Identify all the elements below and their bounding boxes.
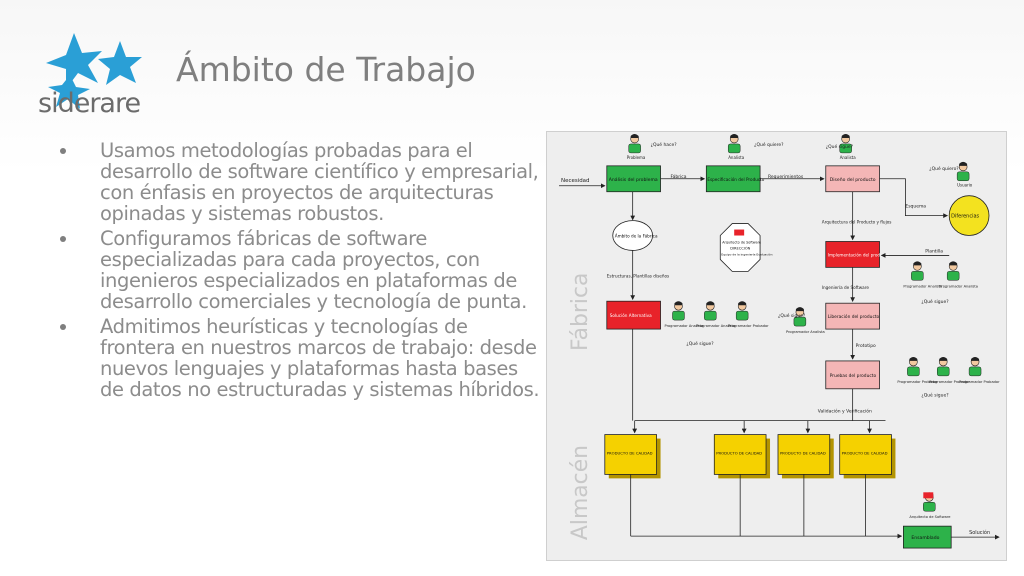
process-diagram: Fábrica Almacén Problema ¿Qué hace? Anal… [546, 131, 1007, 561]
node-ambito-label: Ámbito de la Fábrica [615, 234, 658, 239]
role-label: Programador Analista [786, 330, 825, 334]
edge-arquitectura: Arquitectura del Producto y flujos [822, 220, 892, 225]
person-icon [628, 133, 642, 154]
question-label: ¿Qué sigue? [826, 143, 854, 150]
person-icon [946, 260, 960, 281]
role-label: Programador Analista [903, 284, 942, 288]
node-solucion-alt [606, 300, 661, 330]
bullet-item: Configuramos fábricas de software especi… [60, 228, 540, 312]
input-label: Necesidad [561, 178, 590, 184]
bullet-dot [60, 236, 66, 242]
node-pruebas [825, 360, 880, 390]
person-icon [910, 260, 924, 281]
person-icon [703, 300, 717, 321]
node-especificacion [705, 165, 761, 193]
node-pruebas-label: Pruebas del producto [830, 373, 877, 379]
product-box-label: PRODUCTO DE CALIDAD [780, 450, 826, 455]
node-implementacion [825, 241, 880, 268]
node-direccion-sub: Equipo de la ingeniería Evaluación [721, 252, 772, 256]
role-label: Arquitecto de Software [909, 515, 951, 519]
edge-requerimientos: Requerimientos [768, 174, 804, 180]
role-label: Programador Probador [929, 380, 970, 384]
bullet-dot [60, 324, 66, 330]
role-label: Analista [840, 155, 856, 160]
role-label: Programador Analista [696, 324, 735, 328]
section-fabrica-label: Fábrica [568, 273, 593, 351]
node-ensamblado-label: Ensamblado [911, 535, 939, 541]
person-icon [727, 133, 741, 154]
edge-estructuras: Estructuras, Plantillas diseños [607, 273, 669, 278]
node-direccion [719, 223, 761, 272]
node-liberacion [825, 302, 880, 330]
person-icon [956, 161, 970, 182]
role-label: Analista [728, 155, 744, 160]
product-box: PRODUCTO DE CALIDAD [713, 434, 771, 479]
node-liberacion-label: Liberación del producto [828, 313, 880, 320]
product-box: PRODUCTO DE CALIDAD [839, 434, 896, 479]
edge-fabrica: Fábrica [670, 173, 686, 180]
role-label: Programador Analista [665, 324, 704, 328]
siderare-logo [46, 33, 142, 109]
edge-plantilla: Plantilla [925, 248, 943, 254]
role-label: Programador Probador [728, 324, 769, 328]
bullet-list: Usamos metodologías probadas para el des… [60, 140, 540, 404]
question-label: ¿Qué sigue? [921, 298, 949, 305]
slide-title: Ámbito de Trabajo [176, 50, 476, 89]
brand-name: siderare [38, 88, 141, 119]
edge-validacion: Validación y Verificación [818, 408, 872, 415]
product-box-label: PRODUCTO DE CALIDAD [607, 450, 653, 455]
edge-esquema: Esquema [905, 204, 926, 210]
node-analisis [606, 165, 661, 193]
question-label: ¿Qué sigue? [686, 340, 714, 347]
bullet-item: Admitimos heurísticas y tecnologías de f… [60, 316, 540, 400]
product-box-label: PRODUCTO DE CALIDAD [716, 450, 762, 455]
bullet-dot [60, 148, 66, 154]
node-diferencias [948, 195, 990, 236]
node-analisis-label: Análisis del problema [609, 176, 658, 183]
product-box: PRODUCTO DE CALIDAD [604, 434, 661, 479]
question-label: ¿Qué sigue? [778, 312, 806, 319]
node-solucion-alt-label: Solución Alternativa [610, 313, 652, 318]
question-label: ¿Qué sigue? [921, 392, 949, 399]
node-especificacion-label: Especificación del Producto [707, 177, 764, 182]
person-icon [735, 300, 749, 321]
bullet-text: Usamos metodologías probadas para el des… [100, 139, 539, 225]
role-label: Problema [627, 155, 646, 160]
node-implementacion-label: Implementación del producto [828, 252, 890, 257]
role-label: Usuario [957, 183, 973, 188]
person-icon [671, 300, 685, 321]
person-icon [936, 356, 950, 377]
node-direccion-label: DIRECCIÓN [730, 245, 750, 250]
edge-prototipo: Prototipo [856, 343, 876, 349]
bullet-text: Admitimos heurísticas y tecnologías de f… [100, 315, 540, 401]
question-label: ¿Qué quiere? [754, 141, 784, 148]
output-label: Solución [969, 529, 990, 536]
question-label: ¿Qué quiero? [929, 165, 959, 172]
node-direccion-role: Arquitecto de Software [722, 240, 761, 244]
person-icon [839, 133, 853, 154]
bullet-item: Usamos metodologías probadas para el des… [60, 140, 540, 224]
node-diseno-label: Diseño del producto [830, 177, 876, 183]
monitor-icon [923, 492, 934, 499]
edge-ingenieria: Ingeniería de Software [822, 285, 870, 290]
product-box: PRODUCTO DE CALIDAD [777, 434, 834, 479]
monitor-icon [734, 229, 745, 236]
bullet-text: Configuramos fábricas de software especi… [100, 227, 527, 313]
node-diferencias-label: Diferencias [951, 214, 979, 220]
person-icon [906, 356, 920, 377]
product-box-label: PRODUCTO DE CALIDAD [842, 450, 888, 455]
section-almacen-label: Almacén [568, 445, 593, 540]
role-label: Programador Probador [959, 380, 1000, 384]
role-label: Programador Analista [939, 284, 978, 288]
question-label: ¿Qué hace? [651, 141, 678, 148]
person-icon [968, 356, 982, 377]
role-label: Programador Probador [897, 380, 938, 384]
